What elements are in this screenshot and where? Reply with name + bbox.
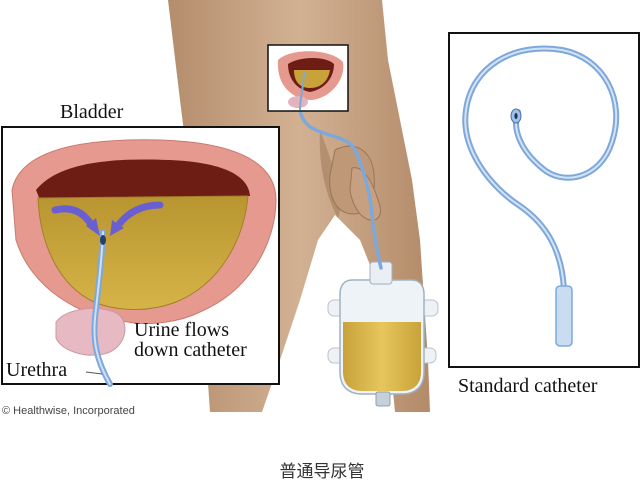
bladder-label: Bladder — [60, 101, 124, 123]
catheter-frame — [448, 32, 640, 368]
copyright-credit: © Healthwise, Incorporated — [2, 405, 135, 417]
drainage-tube — [298, 108, 383, 270]
bladder-inset: Urine flows down catheter Urethra — [1, 126, 280, 387]
figure-caption: 普通导尿管 — [279, 462, 365, 482]
urine-flows-label: Urine flows — [134, 319, 229, 341]
prostate — [55, 308, 126, 356]
drainage-bag — [339, 261, 425, 407]
urethra-label: Urethra — [6, 359, 67, 381]
standard-catheter-label: Standard catheter — [458, 375, 598, 397]
catheter-funnel — [555, 285, 573, 347]
down-catheter-label: down catheter — [134, 339, 247, 361]
bladder-mucosa — [36, 159, 250, 200]
standard-catheter-panel — [448, 32, 640, 368]
flow-arrow-left — [51, 205, 96, 230]
flow-arrow-right — [114, 201, 164, 230]
small-bladder-inset — [267, 44, 349, 112]
